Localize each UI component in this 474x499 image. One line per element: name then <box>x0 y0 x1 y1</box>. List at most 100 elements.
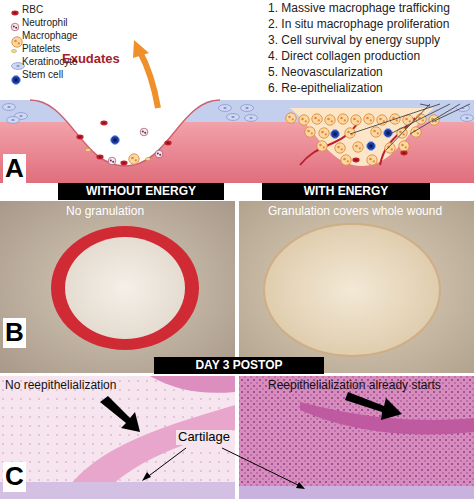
photo-caption: No granulation <box>66 205 144 219</box>
keratinocyte <box>7 117 20 124</box>
legend-text: Stem cell <box>22 69 63 81</box>
rbc <box>96 155 103 160</box>
rbc <box>76 135 83 140</box>
leader-line <box>222 448 300 486</box>
platelet-icon <box>11 49 16 52</box>
macrophage <box>385 143 395 153</box>
leader-line <box>420 104 430 106</box>
callout-text: 3. Cell survival by energy supply <box>268 34 440 48</box>
platelet <box>85 148 90 151</box>
macrophage <box>319 128 329 138</box>
stem-cell <box>367 142 376 151</box>
epidermis <box>150 376 235 393</box>
stem-cell <box>111 136 120 145</box>
macrophage <box>364 114 374 124</box>
callout-text: 4. Direct collagen production <box>268 50 420 64</box>
rbc <box>352 158 359 163</box>
rbc-icon <box>11 11 18 16</box>
leader-line <box>390 104 450 134</box>
keratinocyte <box>219 105 232 112</box>
rbc <box>100 121 107 126</box>
macrophage <box>335 143 345 153</box>
leader-line <box>386 104 430 150</box>
legend-text: RBC <box>22 4 43 16</box>
histology-caption: Reepithelialization already starts <box>268 379 441 393</box>
wound-rim <box>51 226 199 350</box>
dermis <box>0 122 474 183</box>
neutrophil <box>155 150 163 158</box>
rbc <box>400 151 407 156</box>
exudate-arrow <box>140 52 158 108</box>
macrophage-icon <box>12 37 22 47</box>
keratinocyte <box>241 105 254 112</box>
label-band: WITHOUT ENERGY <box>58 183 224 200</box>
panel-letter: C <box>3 462 26 492</box>
keratinocyte <box>227 114 240 121</box>
macrophage <box>351 115 361 125</box>
histology-caption: No reepithelialization <box>5 379 116 393</box>
rbc <box>120 161 127 166</box>
panel-letter: B <box>3 318 26 348</box>
new-epidermis <box>258 100 466 108</box>
stem-cell <box>331 130 340 139</box>
macrophage <box>129 154 139 164</box>
granulated-wound <box>264 224 440 356</box>
macrophage <box>338 114 348 124</box>
callout-text: 1. Massive macrophage trafficking <box>268 2 450 16</box>
macrophage <box>353 142 363 152</box>
stem-cell <box>384 129 393 138</box>
leader-lines <box>350 104 470 150</box>
keratinocyte <box>461 115 474 122</box>
band-text: DAY 3 POSTOP <box>195 358 282 372</box>
histology-left <box>0 376 235 499</box>
wound-bed <box>30 100 220 166</box>
band-text: WITHOUT ENERGY <box>86 184 196 198</box>
stem-cell-icon <box>12 76 21 85</box>
leader-line <box>432 104 470 122</box>
macrophage <box>312 114 322 124</box>
leader-line <box>410 104 460 134</box>
macrophage <box>341 155 351 165</box>
pointer-arrow <box>100 396 140 432</box>
macrophage <box>371 127 381 137</box>
leader-line <box>146 448 186 478</box>
legend-text: Neutrophil <box>22 17 68 29</box>
open-wound <box>30 99 220 166</box>
photo-left <box>0 201 235 373</box>
arrow-head <box>133 40 149 58</box>
macrophage <box>317 141 327 151</box>
callout-text: 6. Re-epithelialization <box>268 82 383 96</box>
arrow-head <box>296 482 305 489</box>
macrophage <box>325 115 335 125</box>
neutrophil-icon <box>11 23 19 31</box>
histology-right <box>239 376 474 499</box>
legend-text: Keratinocyte <box>22 56 78 68</box>
band-text: WITH ENERGY <box>304 184 389 198</box>
legend-text: Platelets <box>22 43 60 55</box>
macrophage <box>367 155 377 165</box>
macrophage <box>299 115 309 125</box>
macrophage <box>286 113 296 123</box>
structure-label: Cartilage <box>176 430 232 445</box>
photo-caption: Granulation covers whole wound <box>268 205 442 219</box>
neutrophil <box>140 128 148 136</box>
label-band: DAY 3 POSTOP <box>154 357 324 374</box>
cartilage <box>0 482 235 499</box>
platelet <box>145 157 150 160</box>
keratinocyte <box>3 104 16 111</box>
keratinocyte <box>245 115 258 122</box>
cartilage <box>239 486 474 499</box>
wound-bed <box>65 237 185 339</box>
granulation-tissue <box>267 100 457 166</box>
label-band: WITH ENERGY <box>262 183 430 200</box>
neutrophil <box>108 157 116 165</box>
macrophage <box>305 127 315 137</box>
callout-text: 5. Neovascularization <box>268 66 383 80</box>
legend-text: Macrophage <box>22 30 78 42</box>
panel-letter: A <box>3 154 26 184</box>
photo-right <box>239 201 474 373</box>
pointer-arrow <box>345 392 402 420</box>
arrow-head <box>142 472 151 481</box>
